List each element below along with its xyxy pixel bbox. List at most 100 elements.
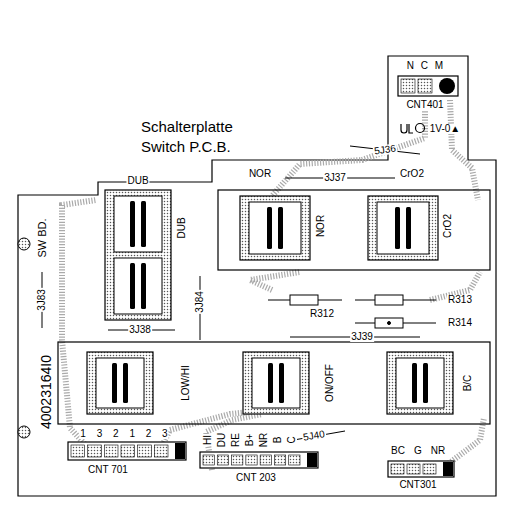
connector-housing [200,452,318,468]
connector-pin [104,445,118,457]
connector-pin [217,455,228,465]
switch-contact [406,207,411,249]
connector: BCGNRCNT301 [384,445,464,493]
vertical-label: NOR [316,214,326,238]
silkscreen-label: 5J40 [301,429,326,443]
vertical-label: B+ [245,433,255,448]
switch-pad [240,196,310,260]
connector-key [307,453,317,467]
connector-pin [407,464,420,474]
connector-pin [138,445,152,457]
part-label: CNT301 [398,480,437,490]
connector: 1 3 2 1 2 3CNT 701 [66,428,190,478]
ul-symbol [401,124,413,133]
switch-bank-outline [58,342,490,424]
switch-contact [141,263,146,309]
silkscreen-label: 3J39 [350,332,374,342]
part-label: N C M [406,61,444,71]
slide-switch: B/C [382,348,482,418]
connector-pin [289,455,300,465]
part-label: DUB [126,176,149,186]
board-outline [18,56,496,496]
switch-contact [112,363,117,403]
switch-pad [387,352,453,414]
switch-body [377,202,429,254]
switch-contact [141,201,146,247]
switch-pad [105,190,171,320]
silkscreen-label: 40023164I0 [39,354,53,430]
connector-key [175,443,185,459]
switch-contact [130,201,135,247]
silkscreen-label: 3J83 [37,288,47,312]
switch-pad [368,196,438,260]
part-label: BC [390,446,406,456]
connector-pin [203,455,214,465]
silkscreen-label: R314 [447,318,473,328]
part-label: CNT 701 [87,465,129,475]
resistors [268,295,436,328]
vertical-label: NR [259,432,269,448]
vertical-label: RE [231,432,241,448]
resistor-symbol [375,295,403,305]
mounting-hole [18,426,30,438]
switch-contact [268,363,273,403]
pin-one-dot [439,78,455,94]
switch-drawing [100,176,192,322]
connector-pin [154,445,168,457]
vertical-label: CrO2 [443,213,453,239]
vertical-label: HI [203,434,213,446]
vertical-label: LOW/HI [181,364,191,402]
silkscreen-label: R312 [309,309,335,319]
vertical-label: B [273,436,283,445]
ur-symbol [416,124,425,133]
trace [272,100,425,196]
vertical-label: B/C [463,374,473,393]
silkscreen-label: 5J36 [373,143,398,156]
part-label: CNT401 [405,100,444,110]
resistor-symbol [290,295,318,305]
vertical-label: C [287,435,297,444]
connector-pin [260,455,271,465]
connector-housing [388,461,454,477]
resistor-symbol [375,318,403,328]
connector-pin [232,455,243,465]
slide-switch: NOR NOR [232,168,332,266]
connector-pin [121,445,135,457]
switch-contact [279,363,284,403]
switch-body [396,358,444,408]
connector-pin [71,445,85,457]
switch-contact [123,363,128,403]
part-label: NOR [248,169,272,179]
part-label: CrO2 [399,169,425,179]
switch-pad [243,352,309,414]
ul-mark [401,124,425,134]
board-title: Schalterplatte [140,119,234,134]
switch-contact [130,263,135,309]
switch-contact [267,207,272,249]
mounting-hole [18,238,30,250]
connector-pin [418,79,432,93]
connector-pin [391,464,404,474]
switch-body [249,202,301,254]
connector-housing [68,442,186,460]
switch-body [252,358,300,408]
connector-pin [274,455,285,465]
connector: N C M CNT401 [393,60,465,116]
switch-contact [395,207,400,249]
silkscreen-label: 3J84 [195,290,205,314]
switch-pad [87,352,153,414]
connector-pin [401,79,415,93]
silkscreen-label: SW BD. [37,217,48,258]
connector-pin [246,455,257,465]
silkscreen-label: R313 [447,295,473,305]
connector-pin [88,445,102,457]
connector-housing [398,76,458,96]
vertical-label: ON/OFF [325,363,335,403]
connector-key [443,462,453,476]
slide-switch: DUBDUB [100,176,192,322]
switch-contact [278,207,283,249]
slide-switch: LOW/HI [82,348,202,418]
silkscreen-label: 1V-0▲ [429,124,461,134]
slide-switch: ON/OFF [238,348,348,418]
part-label: CNT 203 [235,473,277,483]
